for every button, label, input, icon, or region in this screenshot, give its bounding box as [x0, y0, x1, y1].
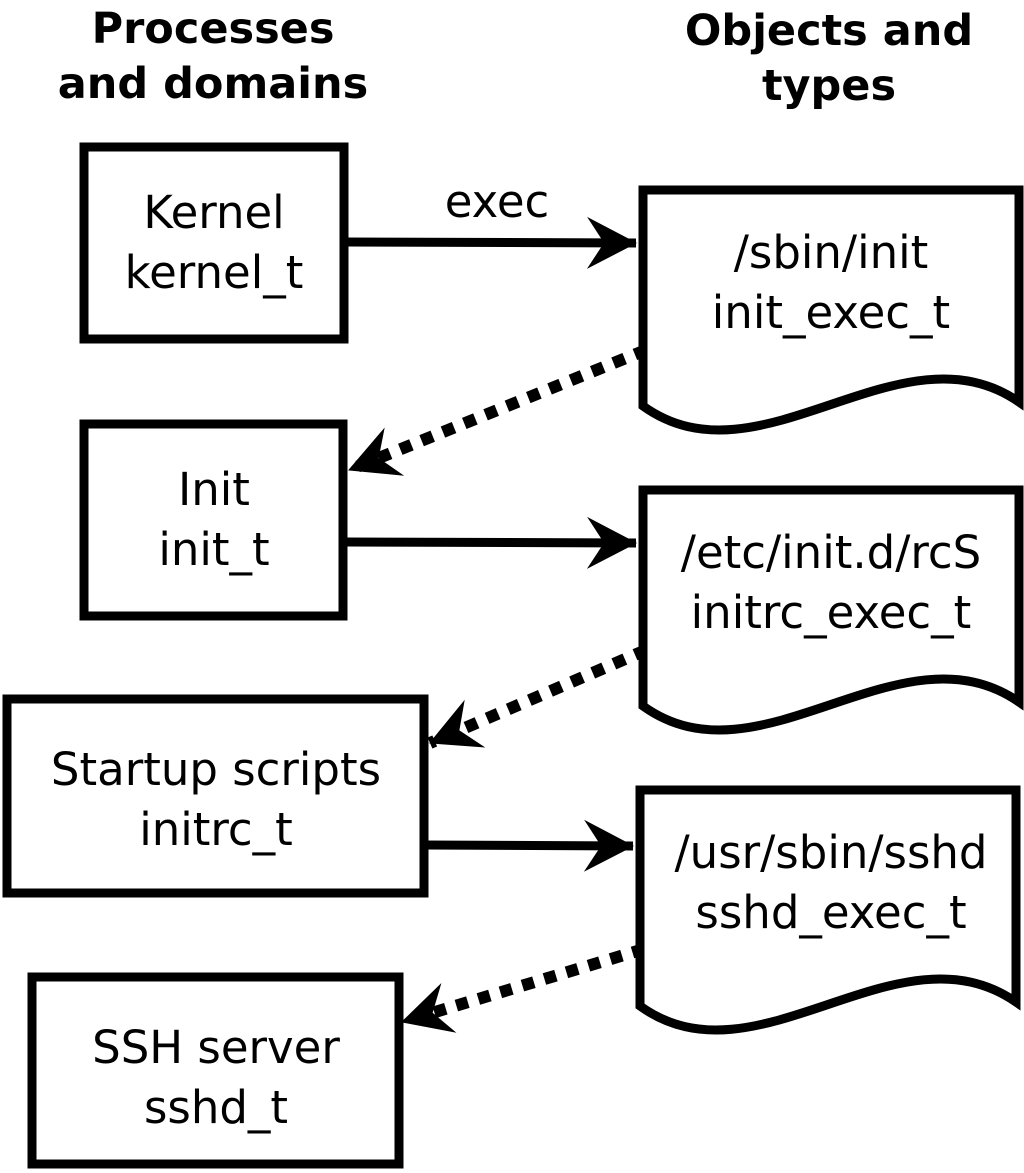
init-box-outline: [79, 419, 348, 621]
init-domain: init_t: [158, 523, 269, 576]
header-processes-line2: and domains: [58, 59, 368, 109]
etc-initd-rcs-path: /etc/init.d/rcS: [681, 526, 981, 579]
startup-scripts-name: Startup scripts: [51, 743, 381, 796]
process-box-kernel: Kernel kernel_t: [79, 142, 349, 344]
object-doc-usr-sbin-sshd: /usr/sbin/sshd sshd_exec_t: [635, 785, 1021, 1035]
etc-initd-rcs-type: initrc_exec_t: [691, 586, 972, 639]
kernel-domain: kernel_t: [125, 246, 304, 299]
header-processes-line1: Processes: [92, 4, 335, 54]
transition-arrow-to-init-t: [346, 344, 649, 476]
exec-arrow-init-to-rcs: [345, 516, 637, 569]
kernel-name: Kernel: [143, 186, 284, 239]
startup-scripts-domain: initrc_t: [139, 803, 293, 856]
usr-sbin-sshd-doc-outline: [635, 785, 1021, 1035]
process-box-ssh-server: SSH server sshd_t: [27, 972, 404, 1169]
exec-arrow-initrc-to-sshd: [423, 819, 634, 872]
sbin-init-doc-outline: [638, 185, 1024, 435]
startup-scripts-box-outline: [2, 694, 429, 898]
ssh-server-domain: sshd_t: [144, 1081, 288, 1134]
process-box-init: Init init_t: [79, 419, 348, 621]
process-box-startup-scripts: Startup scripts initrc_t: [2, 694, 429, 898]
etc-initd-rcs-doc-outline: [638, 485, 1024, 735]
ssh-server-box-outline: [27, 972, 404, 1169]
exec-arrow-kernel-to-sbin-init: [345, 216, 637, 269]
sbin-init-type: init_exec_t: [712, 286, 950, 339]
object-doc-sbin-init: /sbin/init init_exec_t: [638, 185, 1024, 435]
usr-sbin-sshd-path: /usr/sbin/sshd: [675, 826, 988, 879]
transition-arrow-to-initrc-t: [427, 644, 649, 749]
transition-arrow-to-sshd-t: [400, 943, 646, 1033]
kernel-box-outline: [79, 142, 349, 344]
header-objects-line2: types: [762, 61, 896, 111]
ssh-server-name: SSH server: [92, 1021, 340, 1074]
exec-arrow-label: exec: [445, 175, 550, 228]
usr-sbin-sshd-type: sshd_exec_t: [695, 886, 966, 939]
init-name: Init: [178, 463, 250, 516]
object-doc-etc-initd-rcs: /etc/init.d/rcS initrc_exec_t: [638, 485, 1024, 735]
sbin-init-path: /sbin/init: [734, 226, 929, 279]
header-objects-line1: Objects and: [685, 6, 973, 56]
